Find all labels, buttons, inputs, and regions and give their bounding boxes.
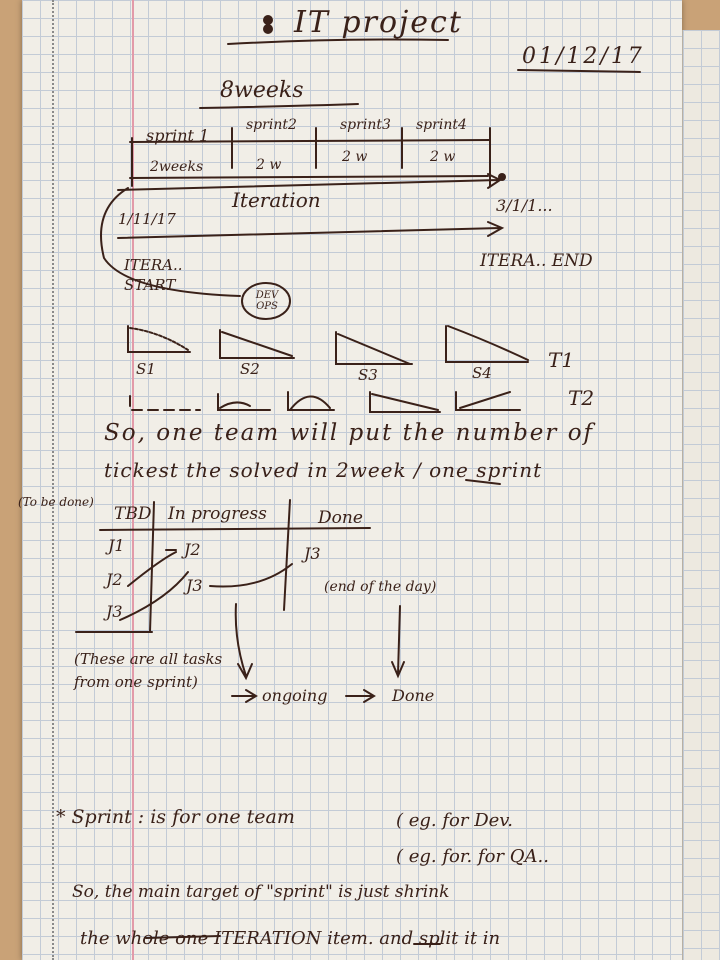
devops-loop	[100, 187, 241, 297]
eg-dev: ( eg. for Dev.	[396, 810, 514, 831]
date-arrow	[117, 221, 505, 239]
tbd-item-1: J1	[108, 536, 125, 555]
burndown-tag-t1: T1	[548, 348, 575, 372]
done-label: Done	[392, 686, 435, 705]
board-col-2	[283, 499, 291, 611]
iteration-start-label: ITERA.. START	[124, 256, 183, 294]
sprint-length-3: 2 w	[342, 149, 368, 165]
start-date: 1/11/17	[118, 210, 176, 228]
sprint-definition: * Sprint : is for one team	[56, 806, 295, 828]
sprint-length-4: 2 w	[430, 149, 456, 165]
eg-qa: ( eg. for. for QA..	[396, 846, 549, 867]
sprint-label-3: sprint3	[340, 117, 391, 133]
done-item-1: J3	[304, 544, 321, 563]
tbd-item-2: J2	[106, 570, 123, 589]
devops-label: DEV OPS	[255, 290, 279, 312]
burndown-tag-t2: T2	[568, 386, 595, 410]
page-title: IT project	[294, 5, 463, 40]
done-note: (end of the day)	[324, 579, 437, 595]
board-col-tbd: TBD	[114, 504, 152, 524]
progress-item-2: J3	[186, 576, 203, 595]
sprint-length-2: 2 w	[256, 157, 282, 173]
sprint-label-1: sprint 1	[146, 126, 210, 145]
tbd-note: (To be done)	[18, 495, 94, 509]
iteration-end-label: ITERA.. END	[480, 251, 593, 271]
burndown-label-s1: S1	[136, 360, 156, 378]
page-date: 01/12/17	[522, 44, 645, 69]
target-line: So, the main target of "sprint" is just …	[72, 882, 450, 902]
iteration-label: Iteration	[232, 188, 321, 212]
timeline-duration: 8weeks	[220, 78, 304, 103]
sprint-label-2: sprint2	[246, 117, 297, 133]
sprint-bar-top	[129, 139, 491, 143]
next-page-edge	[682, 30, 720, 960]
progress-item-1: J2	[184, 540, 201, 559]
tasks-note: (These are all tasks from one sprint)	[74, 650, 223, 692]
board-col-progress: In progress	[168, 504, 267, 524]
sprint-bar-bottom	[129, 175, 489, 179]
title-underline	[227, 38, 449, 45]
sprint-label-4: sprint4	[416, 117, 467, 133]
board-header-line	[99, 527, 371, 531]
date-underline	[517, 69, 641, 73]
burndown-label-s3: S3	[358, 366, 378, 384]
note-line-1: So, one team will put the number of	[104, 420, 595, 446]
board-col-done: Done	[318, 508, 363, 528]
tbd-item-3: J3	[106, 602, 123, 621]
end-date: 3/1/1...	[496, 196, 553, 215]
sprint-length-1: 2weeks	[150, 159, 204, 175]
spiral-binding	[52, 0, 66, 960]
burndown-label-s4: S4	[472, 364, 492, 382]
note-line-2: tickest the solved in 2week / one sprint	[104, 458, 543, 482]
last-line: the whole one ITERATION item. and split …	[80, 928, 501, 949]
burndown-label-s2: S2	[240, 360, 260, 378]
weeks-underline	[199, 103, 359, 109]
devops-ellipse	[241, 282, 291, 320]
margin-line	[132, 0, 134, 960]
ongoing-label: ongoing	[262, 686, 328, 705]
